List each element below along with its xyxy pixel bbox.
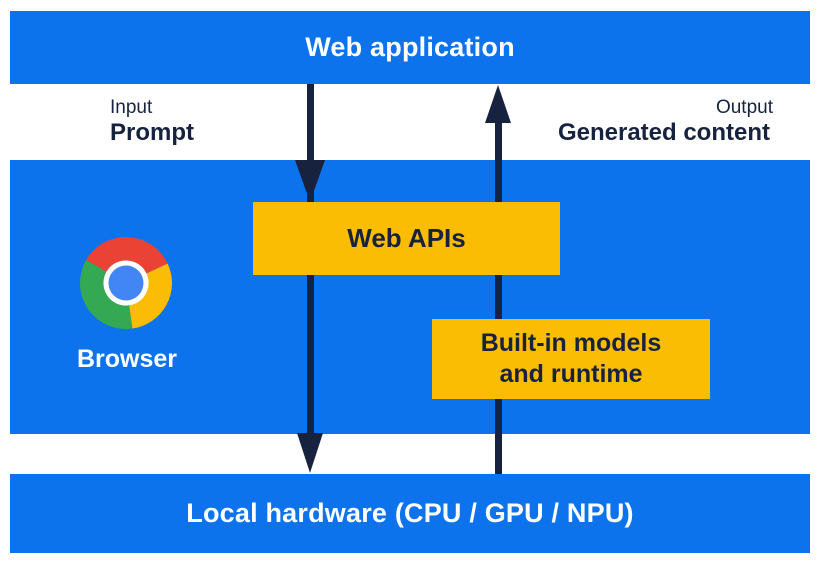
output-arrowhead-to-webapp — [485, 85, 511, 123]
web-apis-label: Web APIs — [347, 223, 466, 253]
web-application-label: Web application — [305, 32, 515, 62]
prompt-label: Prompt — [110, 119, 194, 146]
built-in-models-box: Built-in models and runtime — [432, 319, 710, 399]
input-arrowhead-to-hardware — [297, 433, 323, 473]
output-arrow-shaft — [495, 121, 502, 474]
web-application-bar: Web application — [10, 11, 810, 84]
local-hardware-label: Local hardware (CPU / GPU / NPU) — [186, 498, 634, 528]
web-apis-box: Web APIs — [253, 202, 560, 275]
local-hardware-bar: Local hardware (CPU / GPU / NPU) — [10, 474, 810, 553]
input-label: Input — [110, 97, 153, 118]
output-label: Output — [715, 97, 773, 118]
input-arrowhead-to-webapis — [295, 160, 325, 202]
built-in-models-line1: Built-in models — [480, 329, 662, 357]
browser-label: Browser — [76, 345, 178, 373]
built-in-models-line2: and runtime — [499, 360, 643, 388]
generated-content-label: Generated content — [557, 119, 770, 146]
chrome-logo-icon — [80, 237, 172, 329]
